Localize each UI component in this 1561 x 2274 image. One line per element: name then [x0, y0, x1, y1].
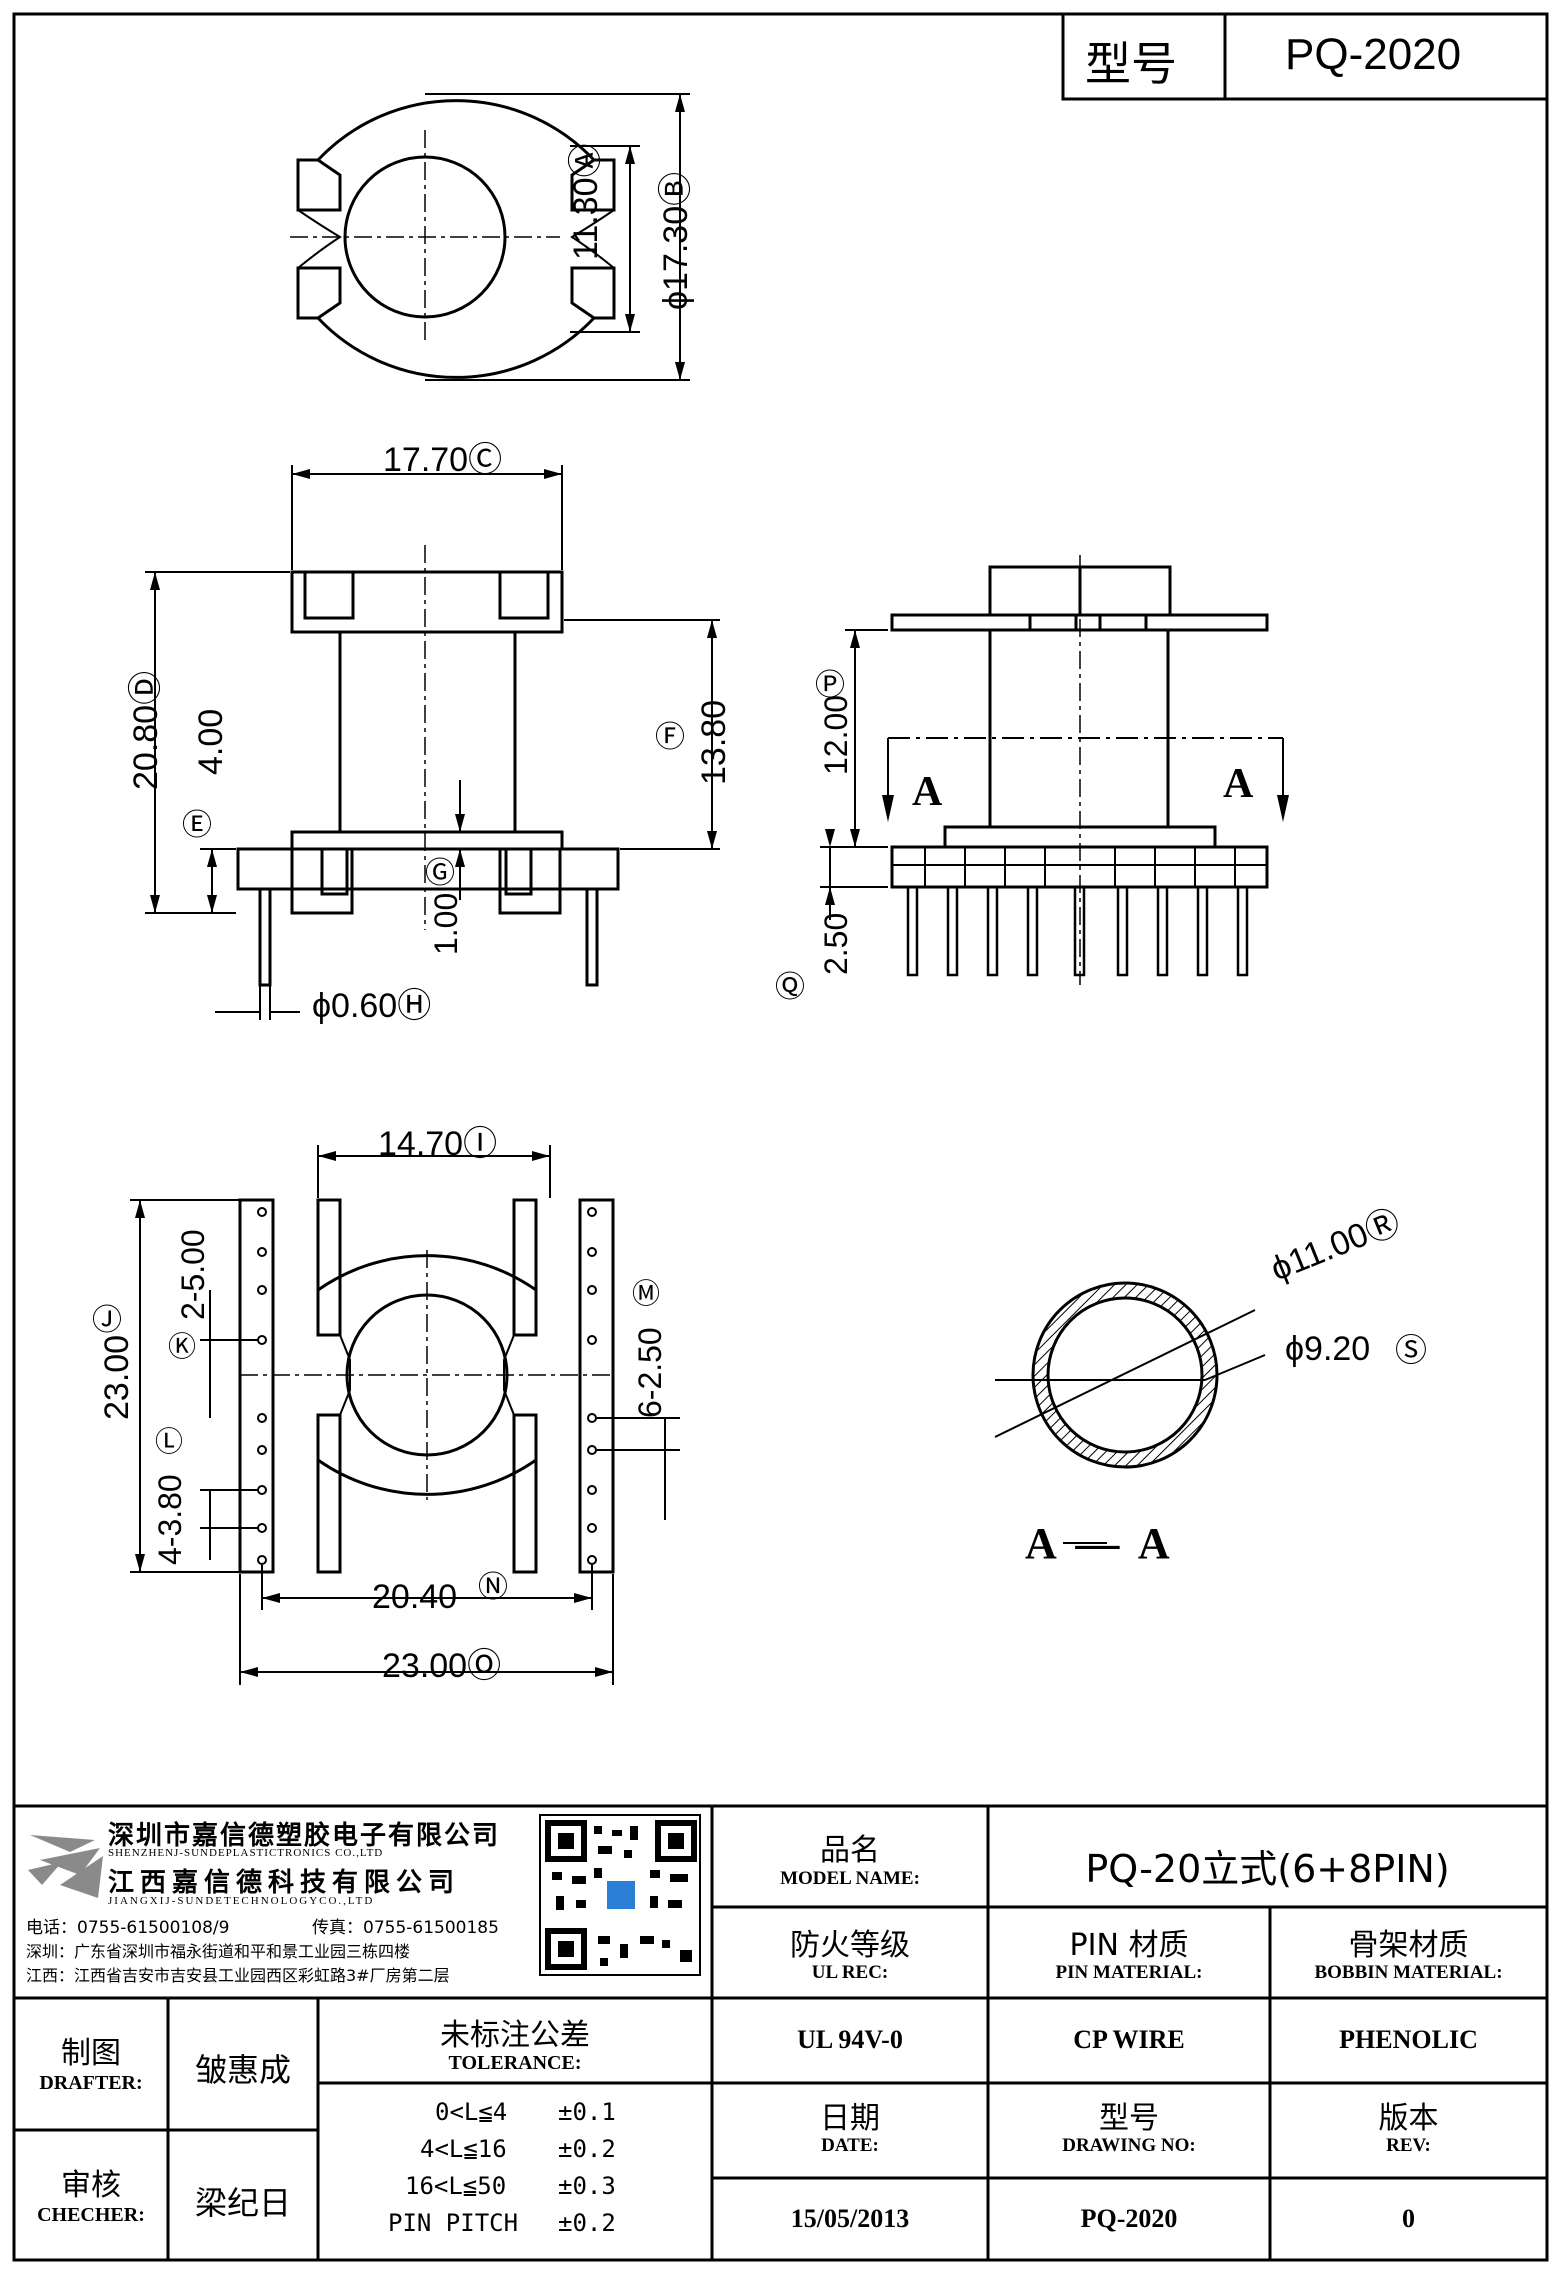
dim-s-mark: Ⓢ [1395, 1332, 1428, 1368]
bottom-view-dimensions [130, 1145, 680, 1685]
checker-label-cn: 审核 [61, 2168, 121, 2203]
dim-f-mark: Ⓕ [655, 721, 685, 754]
checker-value: 梁纪日 [194, 2184, 291, 2222]
dim-c-width: 17.70Ⓒ [383, 441, 503, 479]
section-line [820, 629, 1284, 920]
company-logo [28, 1835, 103, 1898]
dim-m-mark: Ⓜ [632, 1278, 661, 1309]
dim-n-mark: Ⓝ [478, 1571, 508, 1604]
dim-e-mark: Ⓔ [182, 809, 212, 842]
rev-label-en: REV: [1386, 2135, 1431, 2156]
dim-p: 12.00 [818, 694, 854, 775]
drafter-value: 皱惠成 [194, 2051, 291, 2089]
checker-label-en: CHECHER: [37, 2204, 145, 2226]
dim-s: ϕ9.20 [1285, 1330, 1371, 1368]
dim-j-mark: Ⓙ [92, 1304, 122, 1337]
drafter-label-cn: 制图 [61, 2036, 121, 2071]
company-fax: 传真：0755-61500185 [312, 1918, 499, 1938]
dim-o: 23.00Ⓞ [382, 1647, 502, 1685]
top-view-dimensions [425, 93, 690, 381]
tolerance-label-en: TOLERANCE: [448, 2052, 582, 2074]
dim-g: 1.00 [428, 892, 464, 955]
tolerance-range-2: 4<L≦16 [420, 2135, 507, 2163]
dim-h: ϕ0.60Ⓗ [312, 987, 432, 1025]
header-box [1061, 12, 1549, 101]
tolerance-value-4: ±0.2 [558, 2209, 616, 2237]
company-address-sz: 深圳：广东省深圳市福永街道和平和景工业园三栋四楼 [26, 1942, 411, 1961]
title-block [14, 1804, 1547, 2260]
bobbin-material-label-cn: 骨架材质 [1348, 1928, 1469, 1963]
dim-q-mark: Ⓠ [775, 971, 805, 1004]
dim-i: 14.70Ⓘ [378, 1125, 498, 1163]
tolerance-range-1: 0<L≦4 [435, 2098, 508, 2126]
company-phone: 电话：0755-61500108/9 [26, 1918, 230, 1938]
company-address-jx: 江西：江西省吉安市吉安县工业园西区彩虹路3#厂房第二层 [26, 1966, 450, 1985]
front-view [236, 570, 620, 987]
dim-q: 2.50 [818, 912, 854, 975]
header-model-label: 型号 [1085, 37, 1177, 91]
side-view-pin-lines [924, 847, 1236, 887]
section-arrow-left-label: A [912, 769, 943, 815]
drawing-no-label-cn: 型号 [1099, 2101, 1159, 2136]
date-label-en: DATE: [821, 2135, 879, 2156]
ul-value: UL 94V-0 [797, 2025, 903, 2054]
dim-d: 20.80Ⓓ [127, 670, 165, 790]
pin-material-label-en: PIN MATERIAL: [1055, 1962, 1203, 1983]
tolerance-value-2: ±0.2 [558, 2135, 616, 2163]
section-dimensions [994, 1309, 1266, 1438]
section-a-a [1031, 1281, 1219, 1469]
dim-a: 11.30Ⓐ [567, 143, 605, 260]
product-name-value: PQ-20立式(6+8PIN) [1085, 1847, 1450, 1891]
rev-value: 0 [1402, 2204, 1415, 2233]
dim-g-mark: Ⓖ [425, 857, 455, 890]
dim-m: 6-2.50 [632, 1327, 668, 1418]
dim-l-mark: Ⓛ [155, 1426, 184, 1457]
dim-n: 20.40 [372, 1578, 458, 1616]
sheet-border [12, 12, 1549, 2262]
date-value: 15/05/2013 [790, 2204, 910, 2233]
drawing-no-label-en: DRAWING NO: [1062, 2135, 1196, 2156]
rev-label-cn: 版本 [1378, 2101, 1439, 2136]
section-arrow-right-label: A [1223, 761, 1254, 807]
company-name-cn: 深圳市嘉信德塑胶电子有限公司 [108, 1821, 501, 1851]
ul-label-cn: 防火等级 [790, 1928, 910, 1963]
ul-label-en: UL REC: [811, 1962, 889, 1983]
bobbin-material-value: PHENOLIC [1339, 2025, 1478, 2054]
tolerance-value-3: ±0.3 [558, 2172, 616, 2200]
dim-p-mark: Ⓟ [815, 669, 845, 702]
tolerance-value-1: ±0.1 [558, 2098, 616, 2126]
dim-e: 4.00 [192, 708, 230, 775]
tolerance-label-cn: 未标注公差 [440, 2018, 590, 2053]
drafter-label-en: DRAFTER: [39, 2072, 143, 2094]
tolerance-range-4: PIN PITCH [388, 2209, 519, 2237]
tolerance-range-3: 16<L≦50 [405, 2172, 507, 2200]
dim-k-mark: Ⓚ [168, 1331, 197, 1362]
side-view-pins [906, 885, 1249, 977]
company2-name-cn: 江西嘉信德科技有限公司 [108, 1868, 461, 1898]
qr-code [539, 1814, 701, 1976]
dim-j: 23.00 [98, 1334, 136, 1420]
header-model-value: PQ-2020 [1285, 30, 1462, 79]
company2-name-en: JIANGXIJ-SUNDETECHNOLOGYCO.,LTD [108, 1895, 375, 1907]
date-label-cn: 日期 [820, 2101, 880, 2136]
dim-k: 2-5.00 [175, 1229, 211, 1320]
drawing-no-value: PQ-2020 [1080, 2204, 1178, 2233]
pin-material-label-cn: PIN 材质 [1069, 1928, 1189, 1963]
bobbin-material-label-en: BOBBIN MATERIAL: [1314, 1962, 1503, 1983]
dim-b: ϕ17.30Ⓑ [657, 171, 695, 310]
dim-l: 4-3.80 [152, 1474, 188, 1565]
company-name-en: SHENZHENJ-SUNDEPLASTICTRONICS CO.,LTD [108, 1847, 384, 1859]
product-name-label-cn: 品名 [820, 1833, 880, 1868]
product-name-label-en: MODEL NAME: [780, 1868, 920, 1889]
pin-material-value: CP WIRE [1073, 2025, 1185, 2054]
dim-f: 13.80 [695, 699, 733, 785]
section-view-label: A — A [1025, 1519, 1170, 1568]
